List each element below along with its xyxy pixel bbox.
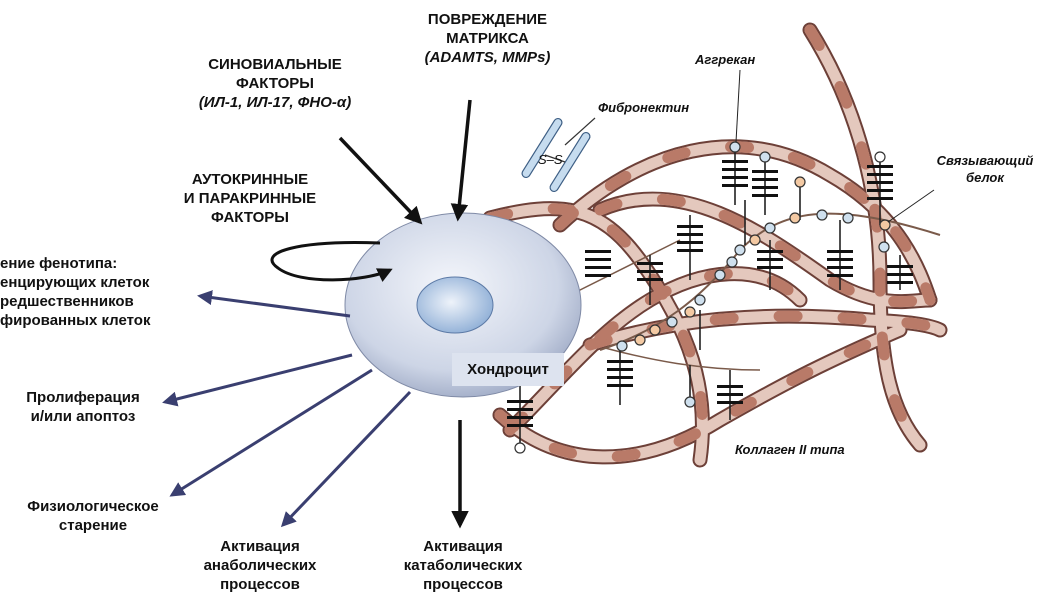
collagen-label: Коллаген II типа xyxy=(735,440,845,459)
catabolic-line-2: катаболических xyxy=(388,556,538,575)
chondrocyte-label: Хондроцит xyxy=(457,360,559,379)
collagen-fibers xyxy=(490,30,940,460)
catabolic-line-3: процессов xyxy=(388,575,538,594)
matrix-damage-detail: (ADAMTS, MMPs) xyxy=(395,48,580,67)
synovial-detail: (ИЛ-1, ИЛ-17, ФНО-α) xyxy=(185,93,365,112)
synovial-title-2: ФАКТОРЫ xyxy=(185,74,365,93)
anabolic-label: Активация анаболических процессов xyxy=(190,537,330,594)
anabolic-line-3: процессов xyxy=(190,575,330,594)
aggrecan-label: Аггрекан xyxy=(695,50,755,69)
link-protein-line-1: Связывающий xyxy=(925,152,1045,169)
catabolic-label: Активация катаболических процессов xyxy=(388,537,538,594)
ss-bond-label: S–S xyxy=(538,150,563,169)
aging-line-2: старение xyxy=(18,516,168,535)
phenotype-line-4: фированных клеток xyxy=(0,311,150,330)
aging-arrow xyxy=(172,370,372,495)
matrix-damage-title-2: МАТРИКСА xyxy=(395,29,580,48)
proliferation-label: Пролиферация и/или апоптоз xyxy=(8,388,158,426)
phenotype-line-2: енцирующих клеток xyxy=(0,273,150,292)
aging-line-1: Физиологическое xyxy=(18,497,168,516)
proliferation-arrow xyxy=(165,355,352,402)
synovial-factors-label: СИНОВИАЛЬНЫЕ ФАКТОРЫ (ИЛ-1, ИЛ-17, ФНО-α… xyxy=(185,55,365,112)
matrix-damage-label: ПОВРЕЖДЕНИЕ МАТРИКСА (ADAMTS, MMPs) xyxy=(395,10,580,67)
synovial-title-1: СИНОВИАЛЬНЫЕ xyxy=(185,55,365,74)
proliferation-line-2: и/или апоптоз xyxy=(8,407,158,426)
fibronectin-label: Фибронектин xyxy=(598,98,689,117)
link-protein-label: Связывающий белок xyxy=(925,152,1045,186)
autocrine-line-1: АУТОКРИННЫЕ xyxy=(160,170,340,189)
matrix-damage-arrow xyxy=(458,100,470,218)
link-protein-line-2: белок xyxy=(925,169,1045,186)
autocrine-factors-label: АУТОКРИННЫЕ И ПАРАКРИННЫЕ ФАКТОРЫ xyxy=(160,170,340,227)
synovial-arrow xyxy=(340,138,420,222)
catabolic-line-1: Активация xyxy=(388,537,538,556)
phenotype-change-label: ение фенотипа: енцирующих клеток редшест… xyxy=(0,254,150,330)
phenotype-arrow xyxy=(200,296,350,316)
autocrine-line-3: ФАКТОРЫ xyxy=(160,208,340,227)
anabolic-line-1: Активация xyxy=(190,537,330,556)
phenotype-line-3: редшественников xyxy=(0,292,150,311)
matrix-damage-title-1: ПОВРЕЖДЕНИЕ xyxy=(395,10,580,29)
phenotype-line-1: ение фенотипа: xyxy=(0,254,150,273)
aging-label: Физиологическое старение xyxy=(18,497,168,535)
autocrine-line-2: И ПАРАКРИННЫЕ xyxy=(160,189,340,208)
anabolic-line-2: анаболических xyxy=(190,556,330,575)
proliferation-line-1: Пролиферация xyxy=(8,388,158,407)
